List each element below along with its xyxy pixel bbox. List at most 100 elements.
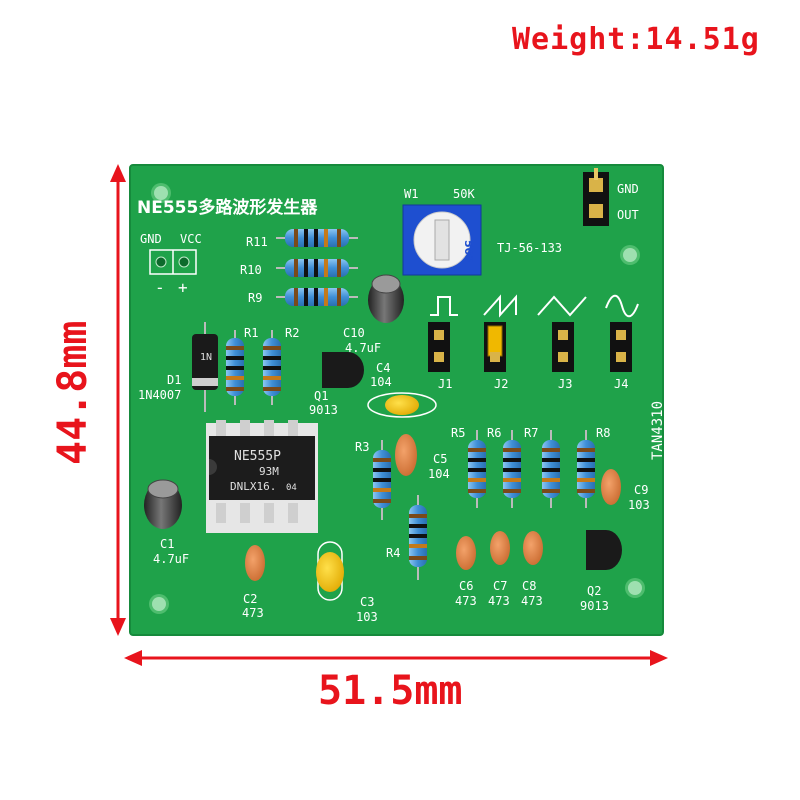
width-dimension-arrow — [124, 650, 668, 666]
jumper-j2 — [484, 322, 506, 372]
capacitor-c10 — [368, 274, 404, 323]
label-c6: C6 — [459, 579, 473, 593]
capacitor-c4 — [367, 392, 437, 418]
power-pads — [149, 249, 197, 275]
jumper-j3 — [552, 322, 574, 372]
height-dimension-label: 44.8mm — [50, 320, 96, 466]
label-r10: R10 — [240, 263, 262, 277]
pot-marking: 503 — [462, 240, 475, 263]
pwr-minus-label: - — [155, 278, 165, 297]
label-q2: Q2 — [587, 584, 601, 598]
label-r8: R8 — [596, 426, 610, 440]
transistor-q1 — [322, 352, 364, 388]
pot-code: TJ-56-133 — [497, 241, 562, 255]
pot-value: 50K — [453, 187, 475, 201]
capacitor-c7 — [490, 531, 510, 565]
capacitor-c9 — [601, 469, 621, 505]
pot-label: W1 — [404, 187, 418, 201]
transistor-q2 — [586, 530, 622, 570]
label-c10: C10 — [343, 326, 365, 340]
label-c8-val: 473 — [521, 594, 543, 608]
jumper-j4 — [610, 322, 632, 372]
label-c7: C7 — [493, 579, 507, 593]
ic-line3b: 04 — [286, 483, 297, 493]
resistor-r4 — [409, 495, 427, 580]
label-r3: R3 — [355, 440, 369, 454]
label-c5: C5 — [433, 452, 447, 466]
label-q1: Q1 — [314, 389, 328, 403]
ic-line2: 93M — [259, 465, 279, 478]
resistor-r8 — [577, 430, 595, 508]
pwr-plus-label: + — [178, 278, 188, 297]
board-title: NE555多路波形发生器 — [137, 197, 318, 218]
out-gnd-label: GND — [617, 182, 639, 196]
potentiometer-w1: 503 — [402, 204, 482, 276]
label-c4: C4 — [376, 361, 390, 375]
label-c3: C3 — [360, 595, 374, 609]
resistor-r9 — [276, 288, 358, 306]
label-c9-val: 103 — [628, 498, 650, 512]
ic-line1: NE555P — [234, 449, 281, 464]
height-dimension-arrow — [110, 164, 126, 636]
triangle-wave-icon — [537, 295, 587, 317]
capacitor-c5 — [395, 434, 417, 476]
label-c2: C2 — [243, 592, 257, 606]
label-j2: J2 — [494, 377, 508, 391]
label-c1: C1 — [160, 537, 174, 551]
mounting-hole — [149, 183, 645, 614]
jumper-j1 — [428, 322, 450, 372]
label-c5-val: 104 — [428, 467, 450, 481]
capacitor-c1 — [144, 479, 182, 529]
ic-line3: DNLX16. — [230, 480, 276, 493]
resistor-r11 — [276, 229, 358, 247]
sawtooth-wave-icon — [483, 294, 517, 318]
sine-wave-icon — [605, 294, 639, 318]
diode-d1: 1N — [192, 322, 218, 412]
capacitor-c3 — [316, 541, 344, 601]
board-model: TAN4310 — [650, 401, 666, 460]
label-c10-val: 4.7uF — [345, 341, 381, 355]
weight-label: Weight:14.51g — [512, 22, 760, 57]
resistor-r3 — [373, 440, 391, 520]
diode-marking: 1N — [200, 352, 212, 363]
label-r9: R9 — [248, 291, 262, 305]
capacitor-c8 — [523, 531, 543, 565]
resistor-r1 — [226, 330, 244, 405]
label-r4: R4 — [386, 546, 400, 560]
ic-ne555 — [206, 420, 318, 533]
label-q2-part: 9013 — [580, 599, 609, 613]
output-header — [583, 168, 609, 226]
label-c6-val: 473 — [455, 594, 477, 608]
label-j3: J3 — [558, 377, 572, 391]
label-d1: D1 — [167, 373, 181, 387]
label-r1: R1 — [244, 326, 258, 340]
label-j4: J4 — [614, 377, 628, 391]
out-out-label: OUT — [617, 208, 639, 222]
square-wave-icon — [430, 296, 458, 316]
label-d1-part: 1N4007 — [138, 388, 181, 402]
resistor-r5 — [468, 430, 486, 508]
label-j1: J1 — [438, 377, 452, 391]
label-r11: R11 — [246, 235, 268, 249]
label-c8: C8 — [522, 579, 536, 593]
pwr-vcc-label: VCC — [180, 232, 202, 246]
label-c1-val: 4.7uF — [153, 552, 189, 566]
label-q1-part: 9013 — [309, 403, 338, 417]
resistor-r2 — [263, 330, 281, 405]
label-c7-val: 473 — [488, 594, 510, 608]
pwr-gnd-label: GND — [140, 232, 162, 246]
capacitor-c2 — [245, 545, 265, 581]
label-r5: R5 — [451, 426, 465, 440]
resistor-r7 — [542, 430, 560, 508]
label-r7: R7 — [524, 426, 538, 440]
label-c2-val: 473 — [242, 606, 264, 620]
label-r2: R2 — [285, 326, 299, 340]
resistor-r6 — [503, 430, 521, 508]
resistor-r10 — [276, 259, 358, 277]
width-dimension-label: 51.5mm — [318, 668, 463, 714]
label-c4-val: 104 — [370, 375, 392, 389]
label-c3-val: 103 — [356, 610, 378, 624]
label-c9: C9 — [634, 483, 648, 497]
label-r6: R6 — [487, 426, 501, 440]
